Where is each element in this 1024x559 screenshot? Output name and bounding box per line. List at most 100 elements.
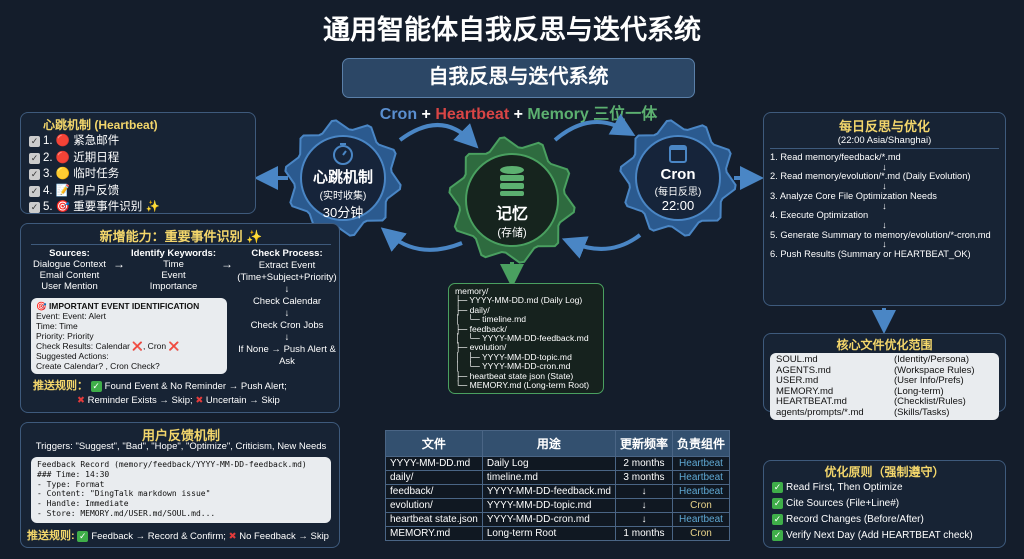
file-name: agents/prompts/*.md xyxy=(776,406,864,418)
panel-title: 心跳机制 (Heartbeat) xyxy=(43,118,158,132)
table-cell: YYYY-MM-DD.md xyxy=(385,456,483,471)
label: Identify Keywords: xyxy=(131,248,216,259)
table-row: evolution/YYYY-MM-DD-topic.md↓Cron xyxy=(385,498,731,513)
arrow-mem-to-cron xyxy=(553,113,636,142)
record-line: Feedback Record (memory/feedback/YYYY-MM… xyxy=(37,460,307,469)
principle-item: ✓Cite Sources (File+Line#) xyxy=(772,496,997,512)
reflection-step: 2. Read memory/evolution/*.md (Daily Evo… xyxy=(770,171,971,182)
record-line: - Content: "DingTalk markdown issue" xyxy=(37,489,211,499)
column-header: 更新频率 xyxy=(614,430,673,457)
tree-line: │ └─ YYYY-MM-DD-feedback.md xyxy=(455,333,589,344)
heartbeat-item-label: 4. 📝 用户反馈 xyxy=(43,184,120,197)
process-step: ↓ xyxy=(284,284,290,295)
record-line: - Handle: Immediate xyxy=(37,499,129,509)
panel-title: 新增能力：重要事件识别 ✨ xyxy=(99,229,263,244)
keyword-item: Importance xyxy=(149,281,198,292)
rule: No Feedback → Skip xyxy=(239,531,329,542)
core-files-panel: 核心文件优化范围 SOUL.md(Identity/Persona)AGENTS… xyxy=(763,333,1006,420)
heartbeat-gear-label: 心跳机制 (实时收集) 30分钟 xyxy=(293,166,393,221)
tree-line: ├─ heartbeat state json (State) xyxy=(455,370,574,381)
push-rules: 推送规则： ✓Found Event & No Reminder → Push … xyxy=(33,380,287,406)
card-line: Create Calendar? , Cron Check? xyxy=(36,361,160,371)
file-role: (User Info/Prefs) xyxy=(894,375,964,386)
trinity-memory: Memory xyxy=(527,106,589,123)
table-cell: Cron xyxy=(671,526,731,541)
tree-line: memory/ xyxy=(455,286,489,296)
reflection-step: 3. Analyze Core File Optimization Needs xyxy=(770,190,937,201)
heartbeat-item: ✓3. 🟡 临时任务 xyxy=(29,166,247,183)
feedback-panel: 用户反馈机制 Triggers: "Suggest", "Bad", "Hope… xyxy=(20,422,340,548)
card-line: Suggested Actions: xyxy=(36,351,109,361)
principle-label: Verify Next Day (Add HEARTBEAT check) xyxy=(786,530,973,541)
checkbox-icon: ✓ xyxy=(29,185,40,197)
file-name: MEMORY.md xyxy=(776,385,834,397)
subtitle-banner: 自我反思与迭代系统 xyxy=(342,58,695,98)
database-icon xyxy=(500,166,524,196)
stopwatch-icon xyxy=(333,143,353,165)
table-cell: Daily Log xyxy=(481,456,616,471)
source-item: Dialogue Context xyxy=(33,259,106,270)
table-cell: ↓ xyxy=(614,484,673,499)
checkbox-icon: ✓ xyxy=(29,169,40,180)
gear-title: 心跳机制 xyxy=(312,169,373,186)
table-cell: Heartbeat xyxy=(671,456,731,471)
panel-title: 核心文件优化范围 xyxy=(836,338,933,352)
file-role: (Workspace Rules) xyxy=(894,364,975,376)
check-icon: ✓ xyxy=(772,514,783,525)
table-cell: YYYY-MM-DD-feedback.md xyxy=(481,484,616,499)
file-role: (Long-term) xyxy=(894,385,944,397)
process-step: ↓ xyxy=(284,308,290,319)
table-cell: timeline.md xyxy=(481,470,616,485)
gear-title: Cron xyxy=(660,166,696,183)
heartbeat-item: ✓1. 🔴 紧急邮件 xyxy=(29,133,247,150)
file-name: SOUL.md xyxy=(776,354,818,365)
checkbox-icon: ✓ xyxy=(29,152,40,164)
arrow: → xyxy=(221,257,233,271)
principle-label: Read First, Then Optimize xyxy=(786,482,903,493)
table-cell: Cron xyxy=(671,498,731,513)
plus: + xyxy=(421,106,431,123)
core-file-row: MEMORY.md (Long-term) xyxy=(776,385,993,398)
arrow-mem-to-hb xyxy=(380,227,463,252)
push-rules: 推送规则: ✓Feedback → Record & Confirm; ✖ No… xyxy=(27,530,329,542)
checkbox-icon: ✓ xyxy=(29,136,40,147)
core-file-row: USER.md(User Info/Prefs) xyxy=(776,375,993,387)
arrow-down: ↓ xyxy=(882,239,887,250)
column-header: 负责组件 xyxy=(671,430,731,457)
card-title: 🎯 IMPORTANT EVENT IDENTIFICATION xyxy=(36,301,200,311)
table-cell: 1 months xyxy=(614,526,673,541)
gear-sub: (每日反思) xyxy=(654,187,702,198)
tree-line: ├─ daily/ xyxy=(455,304,490,315)
table-cell: Long-term Root xyxy=(481,526,616,541)
gear-time: 22:00 xyxy=(661,198,695,213)
rule: Reminder Exists → Skip; xyxy=(87,395,193,406)
memory-tree: memory/├─ YYYY-MM-DD.md (Daily Log)├─ da… xyxy=(448,283,604,394)
table-cell: ↓ xyxy=(614,498,673,513)
rule: Uncertain → Skip xyxy=(205,395,280,406)
gear-sub: (实时收集) xyxy=(319,191,367,202)
gear-sub: (存储) xyxy=(497,227,527,239)
arrow-down: ↓ xyxy=(882,181,887,192)
calendar-icon xyxy=(669,145,687,163)
arrow-down: ↓ xyxy=(882,161,887,172)
table-cell: YYYY-MM-DD-topic.md xyxy=(481,498,616,513)
panel-title: 每日反思与优化 xyxy=(838,119,930,134)
table-cell: evolution/ xyxy=(385,498,483,513)
record-line: ### Time: 14:30 xyxy=(37,469,110,479)
arrow-down: ↓ xyxy=(882,200,887,211)
table-cell: YYYY-MM-DD-cron.md xyxy=(481,512,616,527)
principle-item: ✓Record Changes (Before/After) xyxy=(772,512,997,528)
principle-item: ✓Verify Next Day (Add HEARTBEAT check) xyxy=(772,528,997,544)
principle-label: Record Changes (Before/After) xyxy=(786,514,924,525)
file-name: HEARTBEAT.md xyxy=(776,396,847,407)
file-role: (Checklist/Rules) xyxy=(894,396,966,407)
table-cell: feedback/ xyxy=(385,484,483,499)
heartbeat-item-label: 1. 🔴 紧急邮件 xyxy=(43,135,120,147)
label: Sources: xyxy=(49,248,90,259)
